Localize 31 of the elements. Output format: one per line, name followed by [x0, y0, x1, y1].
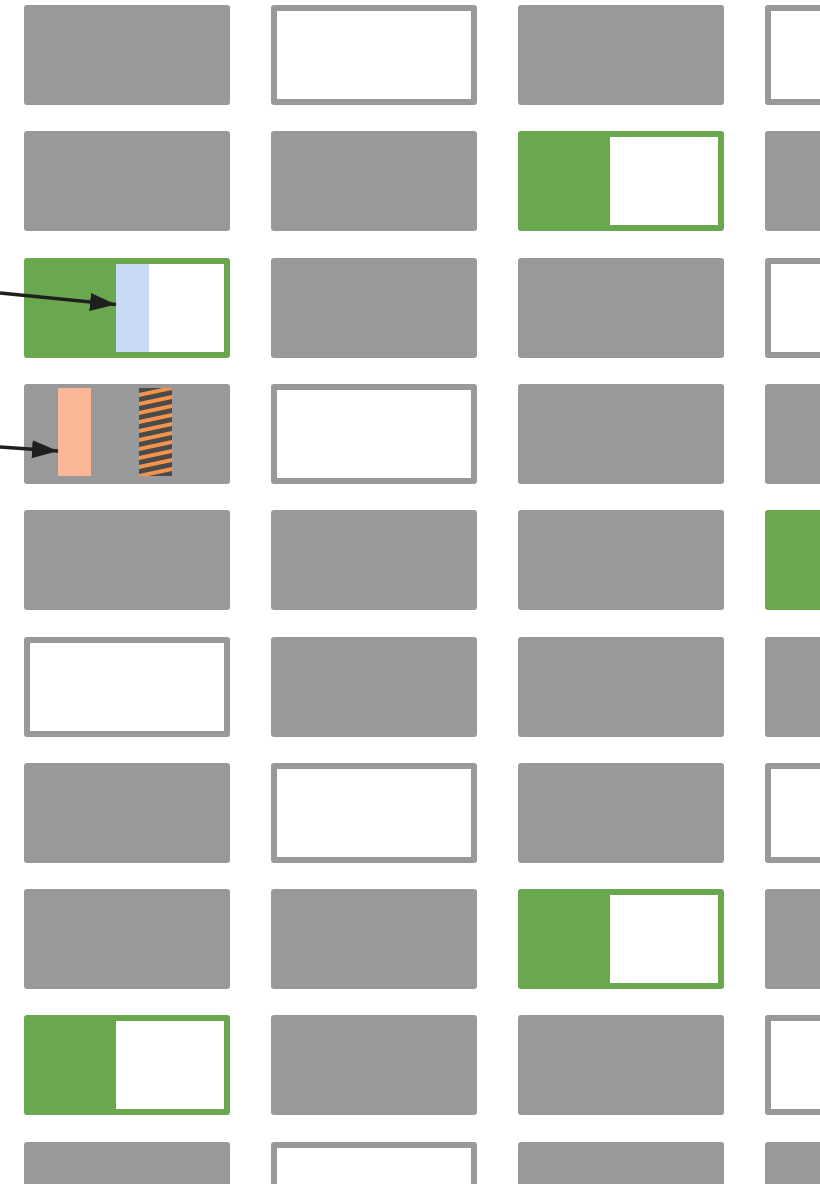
outlined-box	[271, 762, 477, 863]
half-filled-box	[24, 1015, 230, 1116]
filled-box	[518, 1015, 724, 1116]
filled-box	[24, 383, 230, 484]
color-strip	[116, 263, 149, 352]
half-filled-box	[24, 257, 230, 358]
filled-box	[24, 762, 230, 863]
filled-box	[24, 510, 230, 611]
outlined-box	[271, 5, 477, 105]
color-strip	[58, 387, 91, 476]
filled-box	[271, 889, 477, 990]
filled-box	[271, 1015, 477, 1116]
outlined-box	[24, 636, 230, 737]
filled-box	[518, 762, 724, 863]
filled-box	[271, 131, 477, 232]
filled-box	[24, 131, 230, 232]
filled-box	[518, 257, 724, 358]
filled-box	[24, 889, 230, 990]
filled-box	[518, 510, 724, 611]
filled-box	[24, 5, 230, 105]
filled-box	[271, 636, 477, 737]
half-filled-box	[518, 889, 724, 990]
outlined-box	[271, 383, 477, 484]
filled-box	[271, 510, 477, 611]
filled-box	[518, 5, 724, 105]
arrow	[0, 440, 59, 459]
half-filled-box	[518, 131, 724, 232]
filled-box	[271, 257, 477, 358]
filled-box	[518, 383, 724, 484]
arrow	[0, 291, 117, 311]
filled-box	[518, 636, 724, 737]
